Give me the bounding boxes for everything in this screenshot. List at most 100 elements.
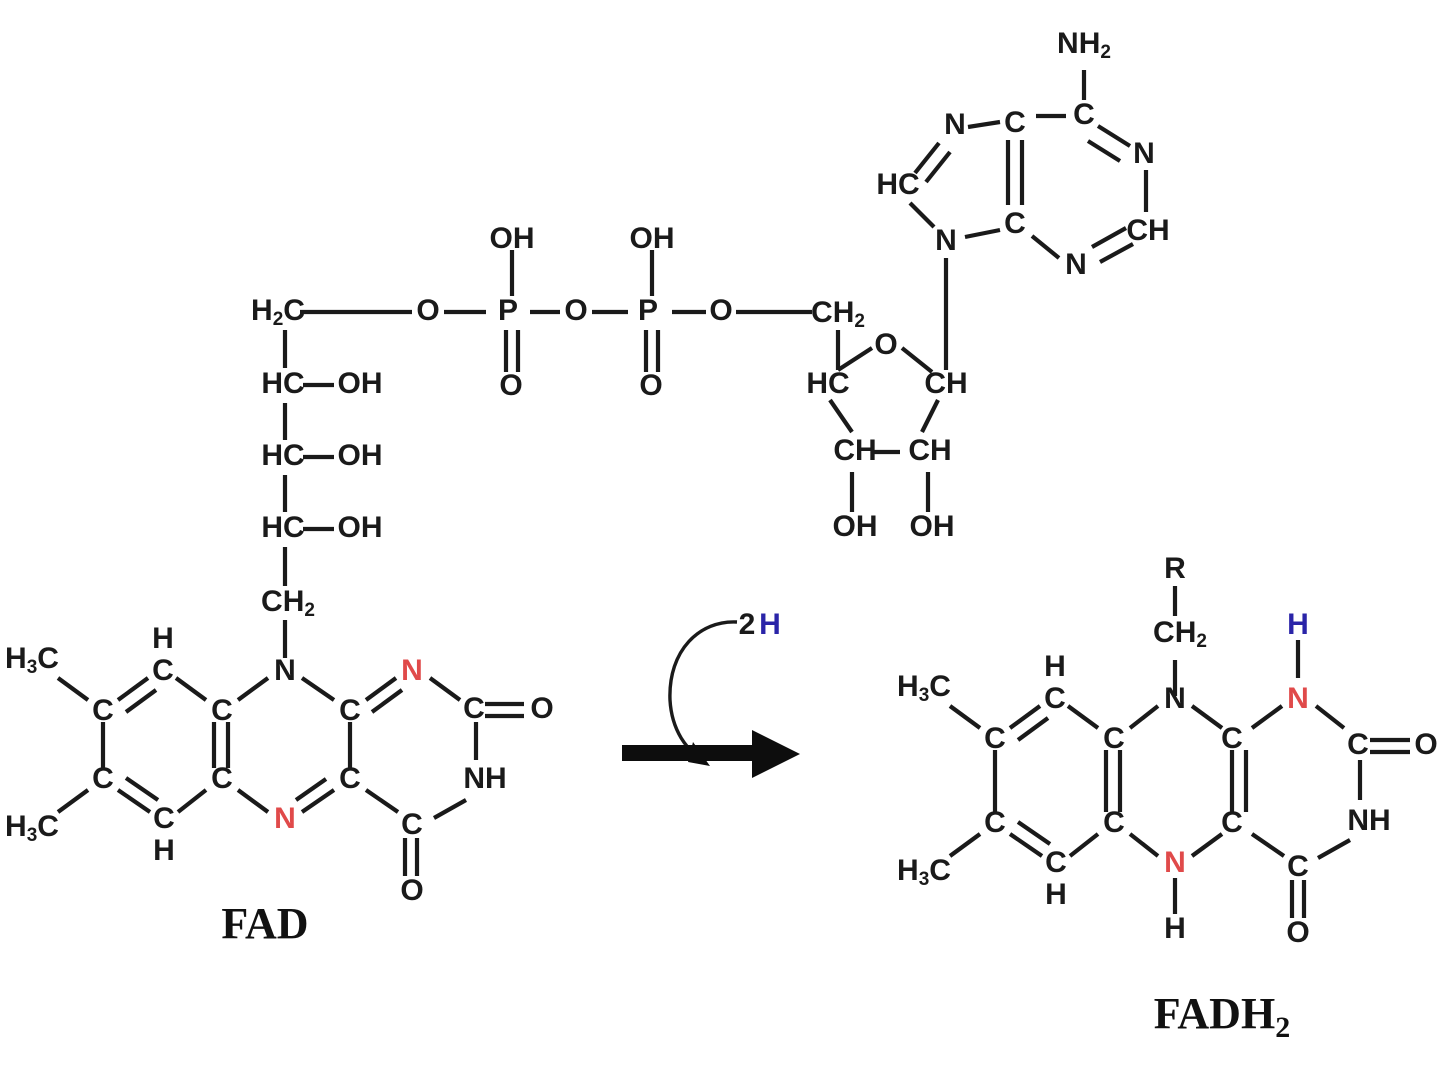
ribose-oh2: OH — [910, 510, 955, 543]
fadh2-o4: O — [1286, 916, 1309, 949]
bond-fad-n1-c2 — [428, 676, 462, 702]
ribitol-c4: HC — [261, 511, 304, 544]
bond-c4-c3 — [828, 398, 854, 434]
fadh2-c-bottom-left: C — [984, 806, 1006, 839]
bond-fadh2-n1-c2 — [1314, 704, 1346, 730]
bond-fad-chtop-ctm — [174, 676, 208, 702]
fad-isoalloxazine-group: H3C H3C C C C H C H C C N N C C N C O NH… — [5, 622, 554, 907]
fad-c-bottom-left: C — [92, 762, 114, 795]
fad-o2: O — [530, 692, 553, 725]
phosphate-2-o: O — [639, 369, 662, 402]
bond-c1-c2 — [920, 399, 940, 433]
bond-c2-n3 — [1098, 242, 1135, 264]
fadh2-ch-bottom: C — [1045, 846, 1067, 879]
ribitol-c5: CH2 — [261, 585, 315, 621]
fad-c4a: C — [339, 762, 361, 795]
fadh2-ch-top-hydrogen: H — [1044, 650, 1066, 683]
bond-fadh2-chtop-ctm — [1066, 704, 1100, 730]
bond-fad-ctm-n10 — [236, 676, 270, 702]
bond-fadh2-metop — [948, 704, 982, 730]
bond-fad-chbot-cbm — [176, 788, 208, 814]
phosphate-o-mid: O — [564, 294, 587, 327]
fadh2-ch2-link: CH2 — [1153, 616, 1207, 652]
ribose-c4: HC — [806, 367, 849, 400]
fad-ch-top: C — [152, 654, 174, 687]
reaction-arrow-group: 2 H — [622, 608, 800, 778]
bond-fad-n5-c4a — [300, 788, 336, 814]
fadh2-c4: C — [1287, 850, 1309, 883]
fad-methyl-top: H3C — [5, 642, 59, 678]
ribitol-oh3: OH — [338, 439, 383, 472]
bond-fad-cbl-chbot-b — [124, 776, 160, 802]
bond-fad-cbm-n5 — [236, 788, 270, 814]
fad-caption: FAD — [221, 899, 308, 948]
adenine-n7: N — [944, 108, 966, 141]
fad-c-top-mid: C — [211, 694, 233, 727]
bond-n7-c8 — [913, 141, 941, 175]
bond-c6-n1-b — [1086, 139, 1122, 163]
bond-n9-c4 — [964, 227, 1001, 240]
ribitol-oh2: OH — [338, 367, 383, 400]
fad-c-top-left: C — [92, 694, 114, 727]
ribose-c2: CH — [908, 434, 951, 467]
adenine-c5: C — [1004, 106, 1026, 139]
ribitol-c2: HC — [261, 367, 304, 400]
phosphate-2-oh: OH — [630, 222, 675, 255]
fadh2-o2: O — [1414, 728, 1437, 761]
bond-fadh2-c10a-n1 — [1250, 704, 1284, 730]
fad-c10a: C — [339, 694, 361, 727]
phosphorus-2: P — [638, 294, 658, 327]
bond-fadh2-ctl-chtop-b — [1016, 716, 1050, 742]
fad-n1: N — [401, 654, 423, 687]
phosphate-1-oh: OH — [490, 222, 535, 255]
fadh2-caption: FADH2 — [1154, 989, 1290, 1044]
adenine-c2: CH — [1126, 214, 1169, 247]
bond-fadh2-n3-c4 — [1316, 838, 1352, 860]
fad-c-bottom-mid: C — [211, 762, 233, 795]
ribose-c3: CH — [833, 434, 876, 467]
bond-n3-c4 — [1030, 234, 1061, 260]
fadh2-n3: NH — [1347, 804, 1390, 837]
phosphate-o-left: O — [416, 294, 439, 327]
bond-c6-n1 — [1096, 124, 1132, 148]
bond-fad-c10a-n1 — [364, 676, 398, 702]
bond-fad-c4a-c4 — [364, 788, 400, 814]
reaction-arrow-head — [752, 730, 800, 778]
fad-n10: N — [274, 654, 296, 687]
bond-c8-n9 — [908, 201, 936, 229]
bond-fad-n10-c10a — [300, 676, 336, 702]
bond-fadh2-cbl-chbot — [1008, 832, 1044, 858]
bond-fadh2-c4a-c4 — [1250, 832, 1286, 858]
adenine-amine-label: NH2 — [1057, 27, 1111, 63]
bond-fadh2-cbl-chbot-b — [1016, 820, 1052, 846]
adenine-c8: HC — [876, 168, 919, 201]
fad-n5: N — [274, 802, 296, 835]
fadh2-c4a: C — [1221, 806, 1243, 839]
bond-fadh2-n5-c4a — [1190, 832, 1224, 858]
fadh2-ch-bottom-hydrogen: H — [1045, 878, 1067, 911]
fadh2-n10: N — [1164, 682, 1186, 715]
fadh2-methyl-bottom: H3C — [897, 854, 951, 890]
bond-fadh2-mebot — [948, 832, 982, 858]
bond-fad-n5-c4a-b — [294, 777, 328, 802]
adenine-c4: C — [1004, 207, 1026, 240]
fadh2-c10a: C — [1221, 722, 1243, 755]
bond-fad-cbl-chbot — [116, 788, 152, 814]
fad-n3: NH — [463, 762, 506, 795]
phosphorus-1: P — [498, 294, 518, 327]
fadh2-c-top-left: C — [984, 722, 1006, 755]
fadh2-c2: C — [1347, 728, 1369, 761]
bond-fadh2-ctm-n10 — [1128, 704, 1160, 730]
fadh2-r-group: R — [1164, 552, 1186, 585]
fad-ch-top-hydrogen: H — [152, 622, 174, 655]
bond-ringo-c1 — [900, 346, 934, 374]
reagent-hydrogen-label: H — [759, 608, 781, 641]
ribose-ring-oxygen: O — [874, 328, 897, 361]
bond-c5-n7 — [967, 119, 1001, 130]
bond-fad-mebot — [56, 788, 90, 814]
fad-methyl-bottom: H3C — [5, 810, 59, 846]
fad-ch-bottom: C — [153, 802, 175, 835]
bond-fad-n3-c4 — [432, 798, 468, 820]
